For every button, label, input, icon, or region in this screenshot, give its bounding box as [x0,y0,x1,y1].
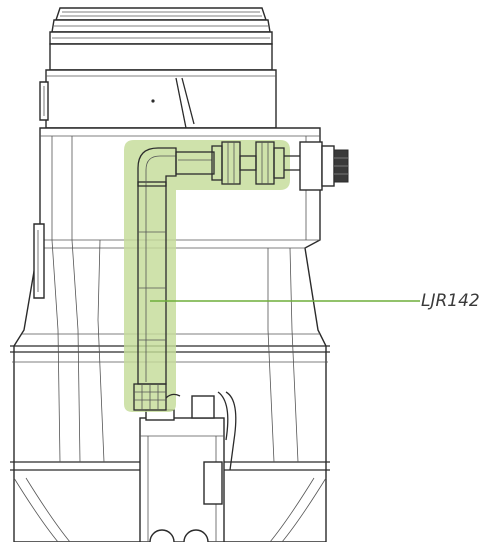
tank-lid [49,7,273,45]
horizontal-pipe [175,151,215,175]
union-valve-right [255,141,285,185]
highlighted-pipe-assembly [124,140,300,412]
pump-unit [139,391,237,542]
callout-label: LJR142 [421,291,480,311]
tank-neck [39,43,277,129]
vent-hole [151,99,155,103]
pipe-elbow [137,147,177,187]
side-outlet-fitting [299,141,349,191]
